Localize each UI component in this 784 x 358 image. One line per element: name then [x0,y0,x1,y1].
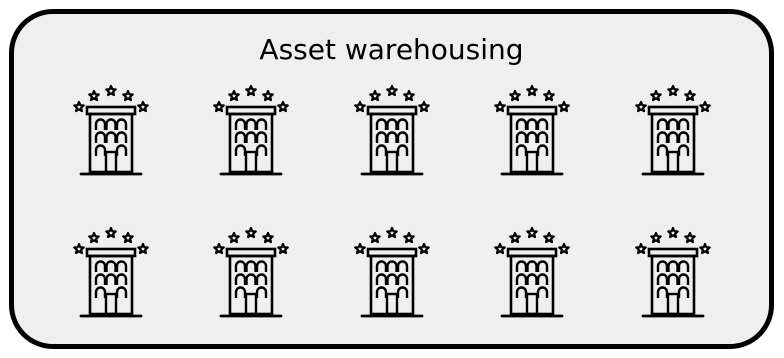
hotel-building-icon [494,222,570,324]
hotel-building-icon [354,80,430,182]
hotel-building-icon [635,80,711,182]
hotel-building-icon [213,80,289,182]
hotel-building-icon [73,222,149,324]
hotel-building-icon [494,80,570,182]
hotel-building-icon [635,222,711,324]
asset-warehousing-panel: Asset warehousing [9,9,774,349]
hotel-building-icon [73,80,149,182]
panel-title: Asset warehousing [259,33,524,66]
hotel-building-icon [213,222,289,324]
hotel-building-icon [354,222,430,324]
